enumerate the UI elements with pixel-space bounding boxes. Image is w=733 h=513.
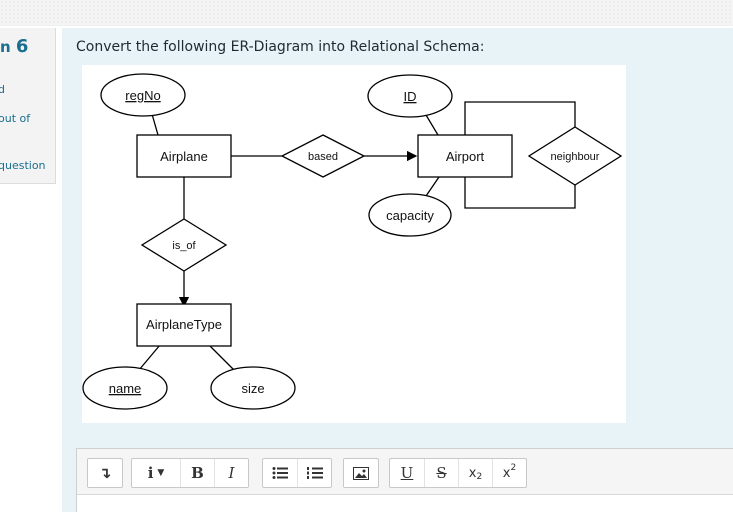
- numbered-list-icon[interactable]: [297, 459, 331, 487]
- attr-name-ellipse: [82, 366, 168, 410]
- insert-dropdown-icon[interactable]: i▼: [147, 464, 165, 482]
- bold-icon[interactable]: B: [180, 459, 214, 487]
- attr-capacity-ellipse: [368, 193, 452, 237]
- question-number-prefix: n: [0, 38, 16, 56]
- answer-text-area[interactable]: [77, 494, 733, 513]
- strikethrough-icon[interactable]: S: [424, 459, 458, 487]
- attr-size-ellipse: [210, 366, 296, 410]
- attr-name-label: name: [109, 381, 142, 396]
- rel-isof-diamond: [140, 218, 228, 272]
- connector-id: [425, 114, 439, 136]
- question-prompt: Convert the following ER-Diagram into Re…: [76, 39, 485, 55]
- bullet-list-icon[interactable]: [263, 459, 297, 487]
- flag-question-link[interactable]: question: [0, 159, 46, 172]
- toolbar-group-format: ↴: [87, 458, 123, 488]
- question-marks-text: out of: [0, 112, 31, 125]
- answer-editor-panel: ↴ i▼ B I U S: [62, 448, 733, 513]
- rel-neighbour-label: neighbour: [551, 151, 600, 163]
- attr-id-ellipse: [367, 74, 453, 118]
- entity-airplane-box: [136, 134, 232, 178]
- paragraph-format-icon[interactable]: ↴: [98, 464, 112, 482]
- question-status-text: d: [0, 83, 5, 96]
- toolbar-group-media: [343, 458, 379, 488]
- entity-airplanetype-box: [136, 303, 232, 347]
- italic-icon[interactable]: I: [214, 459, 248, 487]
- er-diagram: regNo Airplane based ID Airport neighbou…: [82, 65, 626, 423]
- connector-regno: [151, 113, 159, 136]
- connector-neighbour-top: [464, 101, 576, 135]
- insert-image-icon[interactable]: [344, 459, 378, 487]
- connector-capacity: [425, 176, 440, 197]
- question-number-value: 6: [15, 36, 29, 57]
- rel-based-diamond: [280, 134, 366, 178]
- attr-id-label: ID: [404, 89, 417, 104]
- connector-name: [138, 344, 161, 371]
- rel-based-label: based: [308, 151, 338, 163]
- question-number: n 6: [0, 36, 28, 57]
- question-info-panel: n 6 d out of question: [0, 28, 56, 184]
- connector-neighbour-bottom: [464, 177, 576, 209]
- rel-isof-label: is_of: [172, 240, 196, 252]
- connector-size: [208, 344, 235, 371]
- attr-regno-label: regNo: [125, 88, 160, 103]
- entity-airport-label: Airport: [446, 149, 485, 164]
- rich-text-editor: ↴ i▼ B I U S: [76, 448, 733, 513]
- question-content-panel: Convert the following ER-Diagram into Re…: [62, 28, 733, 448]
- entity-airplane-label: Airplane: [160, 149, 208, 164]
- underline-icon[interactable]: U: [400, 464, 414, 482]
- attr-size-label: size: [241, 381, 264, 396]
- attr-capacity-label: capacity: [386, 208, 434, 223]
- attr-regno-ellipse: [100, 73, 186, 117]
- top-decorative-strip: [0, 0, 733, 26]
- toolbar-group-lists: [262, 458, 332, 488]
- toolbar-group-text: i▼ B I: [131, 458, 249, 488]
- rel-neighbour-diamond: [527, 126, 623, 186]
- entity-airplanetype-label: AirplaneType: [146, 317, 222, 332]
- entity-airport-box: [417, 134, 513, 178]
